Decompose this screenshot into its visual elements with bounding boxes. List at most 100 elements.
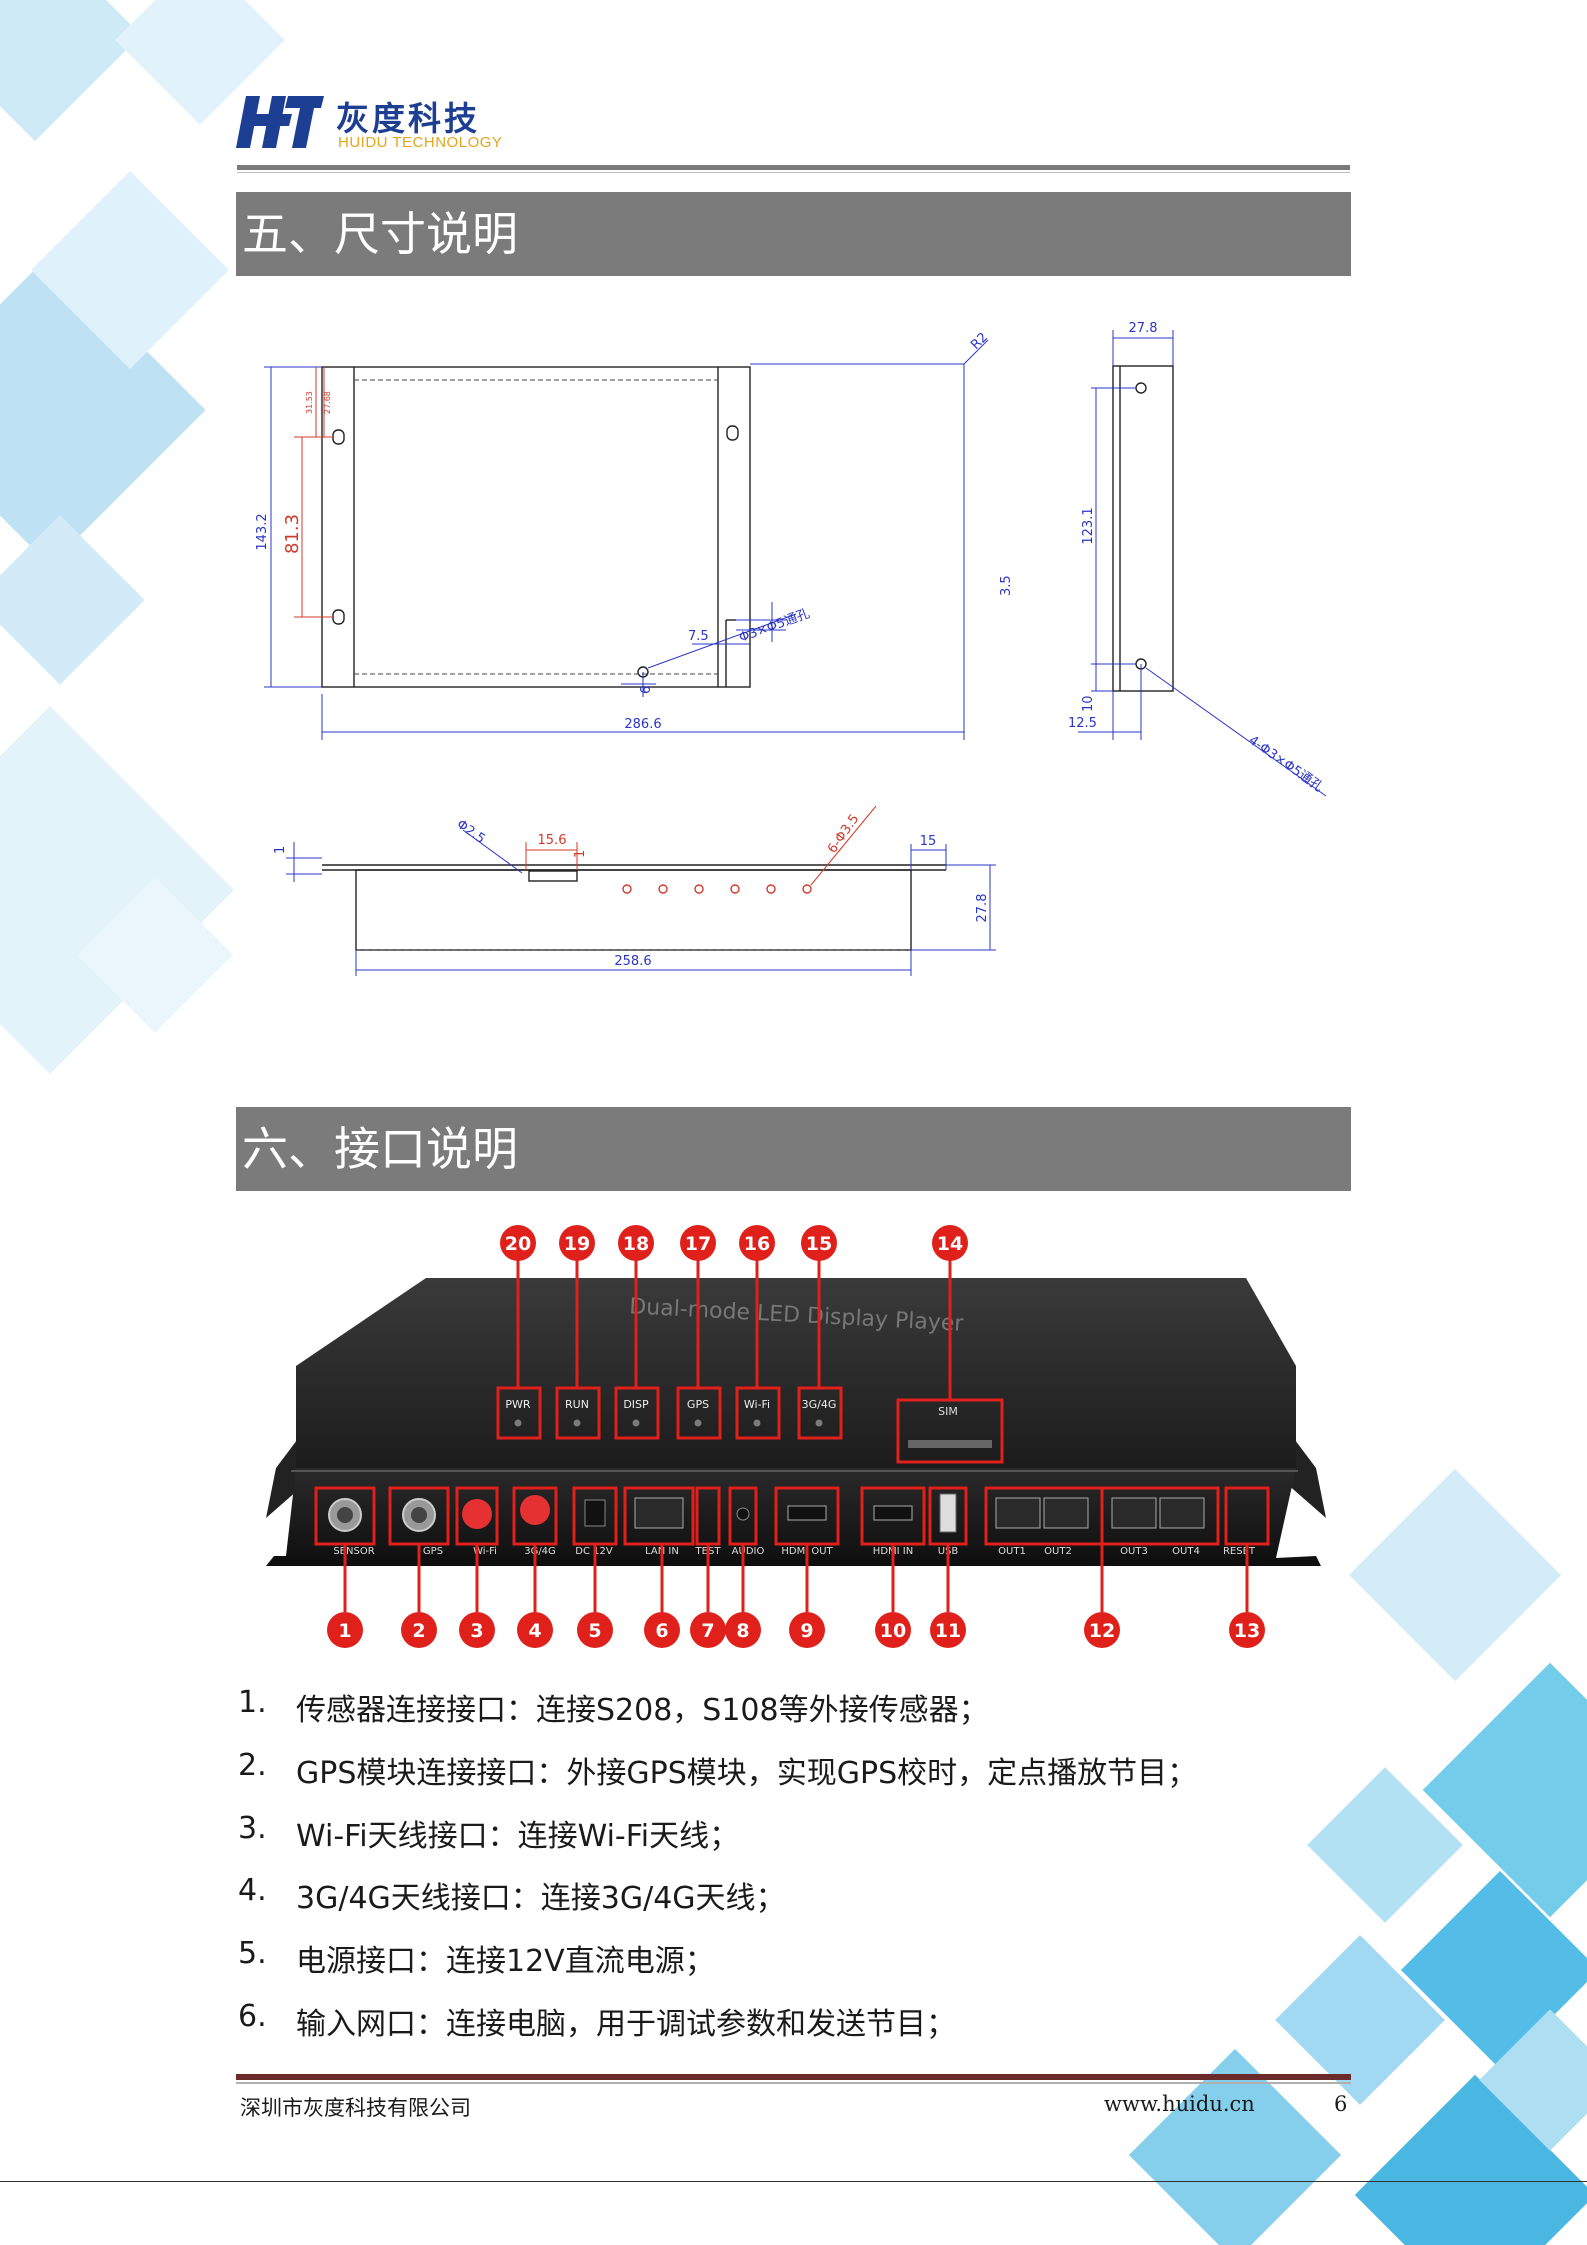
callout-badge bbox=[739, 1225, 775, 1261]
dim-top-b: 27.68 bbox=[323, 391, 332, 414]
antenna-connector bbox=[462, 1499, 492, 1529]
callout-badge bbox=[500, 1225, 536, 1261]
header-divider bbox=[237, 165, 1350, 170]
dim-side-width: 27.8 bbox=[1129, 321, 1158, 336]
callout-number: 10 bbox=[880, 1620, 906, 1642]
list-item: 5.电源接口：连接12V直流电源； bbox=[238, 1936, 1338, 1999]
indicator-led bbox=[815, 1419, 823, 1427]
dim-side-bottom: 10 bbox=[1081, 695, 1096, 712]
rj45-output-port bbox=[1159, 1497, 1205, 1529]
port-label: Wi-Fi bbox=[473, 1546, 497, 1557]
callout-badge bbox=[690, 1612, 726, 1648]
indicator-label: RUN bbox=[565, 1398, 589, 1411]
indicator-led bbox=[573, 1419, 581, 1427]
dim-gap-3-5: 3.5 bbox=[999, 575, 1014, 596]
antenna-connector bbox=[520, 1495, 550, 1525]
footer-divider bbox=[236, 2074, 1351, 2080]
port-highlight-box bbox=[1100, 1486, 1220, 1546]
callout-number: 13 bbox=[1234, 1620, 1260, 1642]
port-label: OUT3 bbox=[1120, 1546, 1148, 1557]
sim-slot bbox=[908, 1440, 992, 1448]
port-label: OUT4 bbox=[1172, 1546, 1200, 1557]
port-label: OUT1 bbox=[998, 1546, 1026, 1557]
callout-number: 2 bbox=[412, 1620, 425, 1642]
dim-front-height: 143.2 bbox=[255, 513, 270, 550]
callout-number: 18 bbox=[623, 1233, 649, 1255]
port-label: AUDIO bbox=[732, 1546, 765, 1557]
connector-core bbox=[411, 1507, 427, 1523]
callout-badge bbox=[725, 1612, 761, 1648]
callout-badge bbox=[577, 1612, 613, 1648]
port-label: 3G/4G bbox=[524, 1546, 556, 1557]
callout-number: 9 bbox=[800, 1620, 813, 1642]
dim-top-a: 31.53 bbox=[305, 391, 314, 414]
callout-badge bbox=[1084, 1612, 1120, 1648]
indicator-led bbox=[632, 1419, 640, 1427]
rj45-output-port bbox=[1043, 1497, 1089, 1529]
list-text: GPS模块连接接口：外接GPS模块，实现GPS校时，定点播放节目； bbox=[296, 1755, 1198, 1791]
list-item: 4. 3G/4G天线接口：连接3G/4G天线； bbox=[238, 1873, 1338, 1936]
list-text: 输入网口：连接电脑，用于调试参数和发送节目； bbox=[296, 2006, 956, 2042]
dim-bottom-slot: 15.6 bbox=[538, 833, 567, 848]
dim-front-width: 286.6 bbox=[624, 717, 661, 732]
list-item: 2. GPS模块连接接口：外接GPS模块，实现GPS校时，定点播放节目； bbox=[238, 1748, 1338, 1811]
section-title-interfaces: 六、接口说明 bbox=[236, 1107, 1351, 1191]
interface-list: 1.传感器连接接口：连接S208，S108等外接传感器； 2. GPS模块连接接口… bbox=[238, 1685, 1338, 2062]
list-num: 1. bbox=[238, 1685, 267, 1720]
rj45-port bbox=[634, 1497, 684, 1529]
connector-core bbox=[337, 1507, 353, 1523]
list-item: 1.传感器连接接口：连接S208，S108等外接传感器； bbox=[238, 1685, 1338, 1748]
callout-badge bbox=[644, 1612, 680, 1648]
list-text: 电源接口：连接12V直流电源； bbox=[296, 1944, 715, 1980]
dim-bottom-depth: 27.8 bbox=[975, 894, 990, 923]
list-text: Wi-Fi天线接口：连接Wi-Fi天线； bbox=[296, 1818, 740, 1854]
page-number: 6 bbox=[1334, 2092, 1348, 2116]
callout-number: 15 bbox=[806, 1233, 832, 1255]
port-label: RESET bbox=[1223, 1546, 1256, 1557]
dim-hole-span: 81.3 bbox=[282, 514, 303, 554]
dim-radius: R2 bbox=[968, 330, 991, 353]
indicator-led bbox=[753, 1419, 761, 1427]
sim-label: SIM bbox=[938, 1405, 958, 1418]
usb-port bbox=[939, 1493, 957, 1533]
indicator-led bbox=[694, 1419, 702, 1427]
callout-badge bbox=[517, 1612, 553, 1648]
callout-number: 16 bbox=[744, 1233, 770, 1255]
callout-number: 5 bbox=[588, 1620, 601, 1642]
footer-url[interactable]: www.huidu.cn bbox=[1104, 2092, 1255, 2116]
callout-number: 6 bbox=[655, 1620, 668, 1642]
dim-side-height: 123.1 bbox=[1081, 507, 1096, 544]
footer-company: 深圳市灰度科技有限公司 bbox=[240, 2096, 471, 2120]
callout-number: 1 bbox=[338, 1620, 351, 1642]
callout-number: 17 bbox=[685, 1233, 711, 1255]
list-num: 2. bbox=[238, 1747, 267, 1783]
list-num: 4. bbox=[238, 1873, 267, 1909]
callout-badge bbox=[401, 1612, 437, 1648]
header-divider-thin bbox=[237, 172, 1350, 173]
list-item: 3. Wi-Fi天线接口：连接Wi-Fi天线； bbox=[238, 1811, 1338, 1874]
callout-badge bbox=[559, 1225, 595, 1261]
dim-gap-7-5: 7.5 bbox=[688, 629, 709, 644]
callout-number: 19 bbox=[564, 1233, 590, 1255]
dim-side-hole-note: 4-Φ3×Φ5通孔 bbox=[1246, 733, 1326, 795]
indicator-label: Wi-Fi bbox=[744, 1398, 770, 1411]
hdmi-out-port bbox=[787, 1505, 827, 1521]
port-label: SENSOR bbox=[333, 1546, 374, 1557]
huidu-logo-icon bbox=[236, 96, 324, 148]
list-text: 3G/4G天线接口：连接3G/4G天线； bbox=[296, 1881, 786, 1917]
indicator-label: GPS bbox=[687, 1398, 709, 1411]
list-num: 3. bbox=[238, 1810, 267, 1846]
indicator-led bbox=[514, 1419, 522, 1427]
port-label: GPS bbox=[423, 1546, 443, 1557]
dim-side-offset: 12.5 bbox=[1068, 716, 1097, 731]
callout-number: 4 bbox=[528, 1620, 541, 1642]
dim-bottom-flange: 15 bbox=[920, 834, 937, 849]
callout-badge bbox=[789, 1612, 825, 1648]
company-logo: 灰度科技 HUIDU TECHNOLOGY bbox=[236, 88, 506, 158]
callout-badge bbox=[801, 1225, 837, 1261]
callout-badge bbox=[459, 1612, 495, 1648]
dim-bottom-thickness: 1 bbox=[273, 846, 288, 854]
